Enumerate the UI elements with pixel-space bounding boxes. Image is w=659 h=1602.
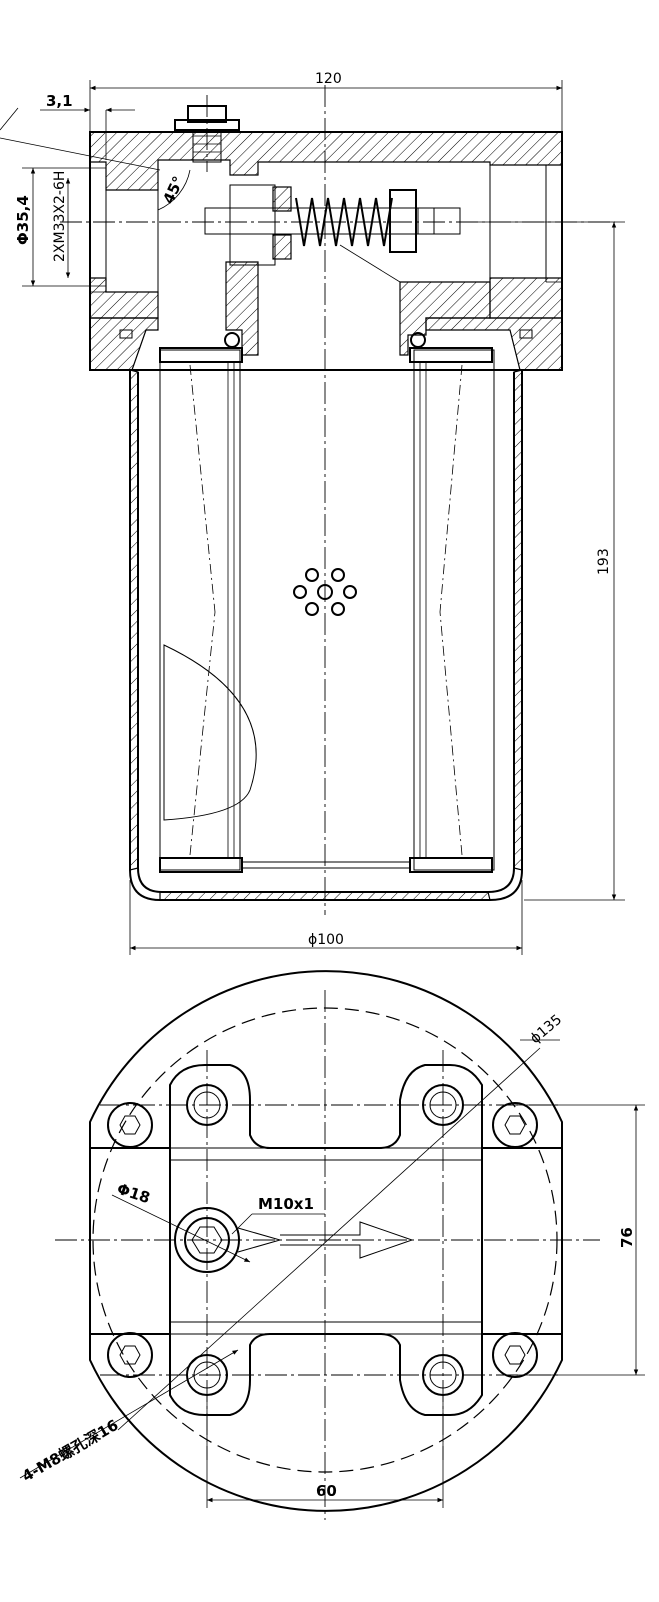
dim-bolt-spacing-h: 60 <box>206 1395 444 1508</box>
valve-seat <box>229 184 276 266</box>
flange-bolt-br <box>492 1332 538 1378</box>
dim-label-60: 60 <box>316 1482 337 1500</box>
dim-overall-width: 120 <box>89 71 563 132</box>
bowl-wall-right <box>513 369 523 871</box>
flange-bolt-tl <box>107 1102 153 1148</box>
dim-offset: 3,1 <box>0 92 161 171</box>
outlet-chamfer <box>339 244 401 283</box>
flange-bolt-tr <box>492 1102 538 1148</box>
vent-plug <box>174 95 240 172</box>
dim-mount-holes: 4-M8螺孔深16 <box>19 1349 239 1486</box>
dim-label-bowl: ϕ100 <box>308 932 344 948</box>
end-cap-top <box>409 347 493 363</box>
dim-port-diameter: Φ35,4 2XM33X2-6H <box>14 167 106 287</box>
dim-label-port: Φ35,4 <box>14 195 32 245</box>
dim-flange-diameter: ϕ135 <box>117 1012 565 1431</box>
port-pad-right <box>481 1147 563 1335</box>
dim-label-thread: 2XM33X2-6H <box>52 171 68 262</box>
dim-label-135: ϕ135 <box>527 1012 565 1047</box>
dim-height: 193 <box>470 221 625 901</box>
dim-chamfer-angle: 45° <box>157 169 191 211</box>
spring-cap <box>389 189 417 253</box>
element-frame <box>159 349 241 871</box>
dim-label-mount: 4-M8螺孔深16 <box>19 1416 121 1486</box>
filter-element-left <box>159 347 257 873</box>
pleat-cutaway <box>163 644 257 821</box>
dim-label-hex: Φ18 <box>115 1180 153 1208</box>
housing-outlet-wall <box>399 281 491 356</box>
valve-disc-bottom <box>272 234 292 260</box>
section-view: 120 3,1 Φ35,4 2XM33X2-6H 45° 193 <box>0 71 625 955</box>
seal-left <box>119 329 133 339</box>
element-base-plate <box>241 861 411 869</box>
lobe-top <box>169 1064 483 1149</box>
plan-view: ϕ135 Φ18 M10x1 76 60 4-M8螺孔深16 <box>19 970 645 1520</box>
body-rect <box>169 1159 483 1323</box>
dim-label-m10: M10x1 <box>258 1195 314 1213</box>
flange-outline <box>89 970 563 1512</box>
flange-bolt-bl <box>107 1332 153 1378</box>
valve-disc-top <box>272 186 292 212</box>
housing-partition <box>225 261 259 356</box>
valve-stem <box>204 207 461 235</box>
bypass-valve <box>60 184 615 266</box>
filter-element-right <box>409 347 495 873</box>
lobe-bottom <box>169 1333 483 1416</box>
dim-label-76: 76 <box>618 1227 636 1248</box>
dim-label-offset: 3,1 <box>46 92 73 110</box>
dim-label-120: 120 <box>315 71 342 87</box>
housing-flange <box>89 317 159 371</box>
o-ring-right <box>410 332 426 348</box>
o-ring-left <box>224 332 240 348</box>
housing-outline <box>89 131 563 371</box>
spring-coils <box>295 197 393 247</box>
housing-top-wall <box>89 131 563 191</box>
seal-right <box>519 329 533 339</box>
bowl-wall-left <box>129 369 139 871</box>
element-frame <box>413 349 495 871</box>
end-cap-top <box>159 347 243 363</box>
housing-right-wall <box>489 277 563 319</box>
dim-label-angle: 45° <box>159 173 187 206</box>
housing-left-wall <box>89 277 159 319</box>
dim-plug-thread: M10x1 <box>231 1195 325 1235</box>
dim-bolt-spacing-v: 76 <box>515 1104 645 1376</box>
dim-label-193: 193 <box>596 548 612 575</box>
stem-nut <box>417 207 435 235</box>
dim-bowl-diameter: ϕ100 <box>129 880 523 955</box>
bowl-outer <box>129 370 523 901</box>
